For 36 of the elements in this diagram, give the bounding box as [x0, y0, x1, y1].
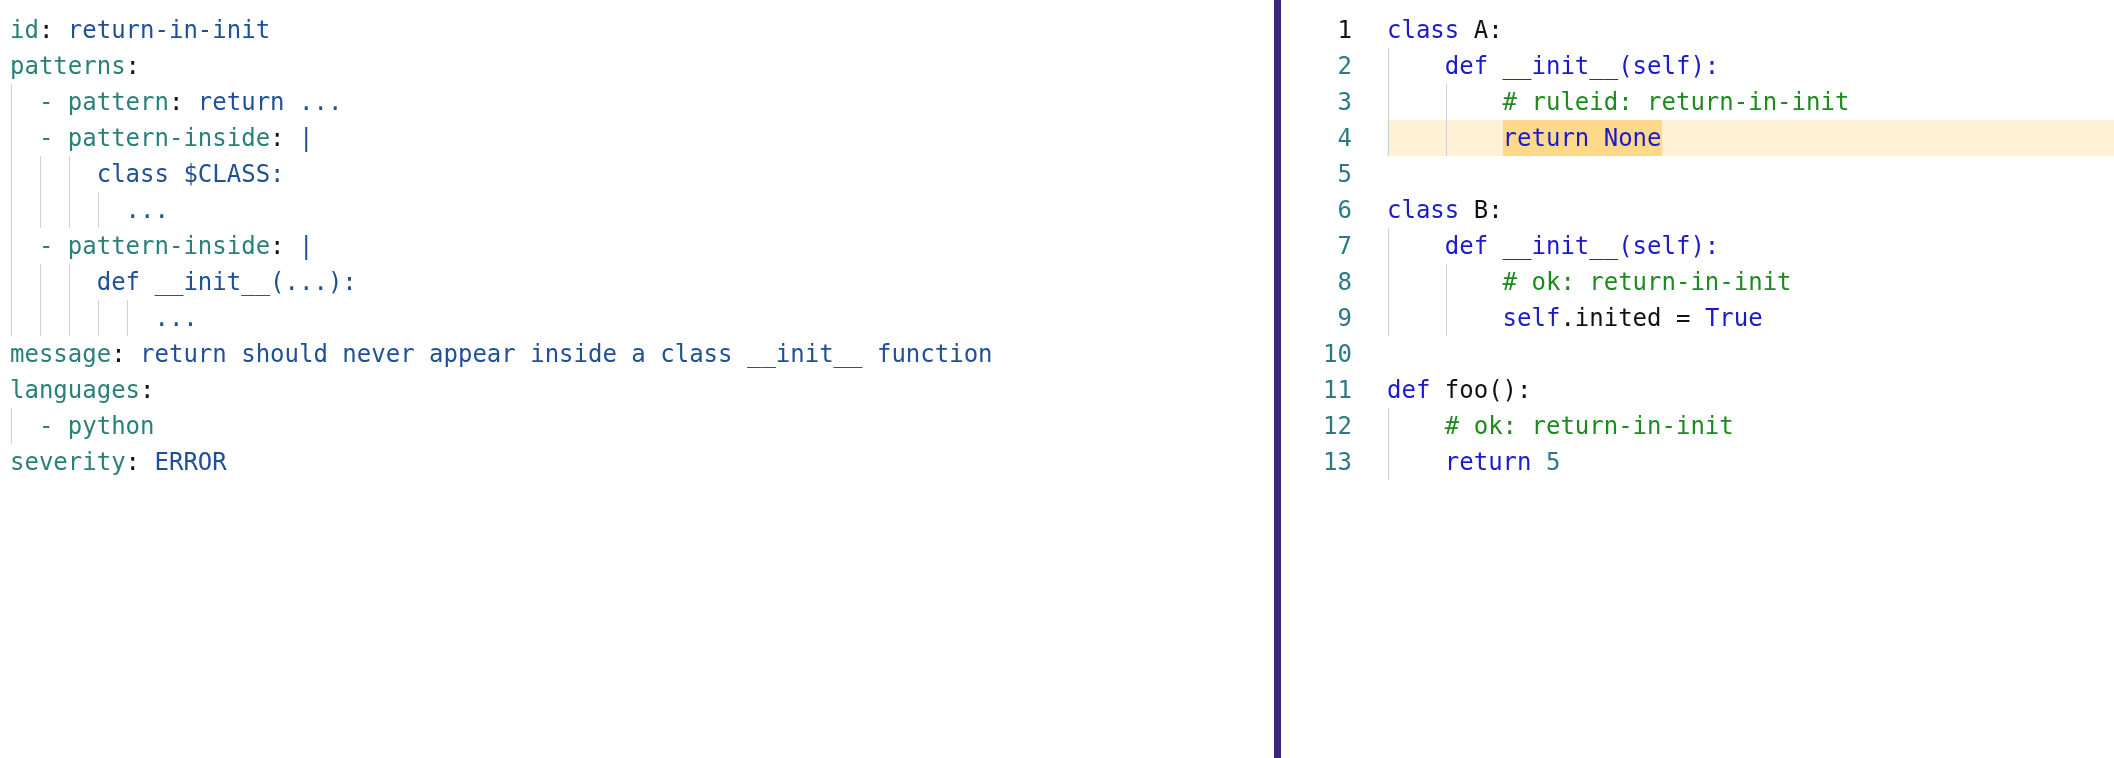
line-number: 13 — [1323, 447, 1352, 478]
code-line: return 5 — [1444, 447, 1561, 478]
line-number: 10 — [1323, 339, 1352, 370]
code-line: ... — [154, 303, 198, 334]
line-number: 9 — [1337, 303, 1352, 334]
line-number: 7 — [1337, 231, 1352, 262]
code-line: - python — [38, 411, 155, 442]
line-number: 3 — [1337, 87, 1352, 118]
code-line: self.inited = True — [1502, 303, 1763, 334]
code-line: - pattern-inside: | — [38, 123, 314, 154]
code-line: severity: ERROR — [10, 447, 227, 478]
code-line: class $CLASS: — [96, 159, 285, 190]
line-number: 5 — [1337, 159, 1352, 190]
line-number: 8 — [1337, 267, 1352, 298]
code-line: class B: — [1387, 195, 1503, 226]
line-number: 12 — [1323, 411, 1352, 442]
code-line: # ok: return-in-init — [1502, 267, 1792, 298]
code-line: def __init__(self): — [1444, 51, 1720, 82]
code-line: def __init__(self): — [1444, 231, 1720, 262]
code-line: - pattern-inside: | — [38, 231, 314, 262]
line-number: 4 — [1337, 123, 1352, 154]
line-number: 6 — [1337, 195, 1352, 226]
code-line: # ok: return-in-init — [1444, 411, 1734, 442]
code-line: - pattern: return ... — [38, 87, 343, 118]
code-line: def __init__(...): — [96, 267, 357, 298]
line-number: 11 — [1323, 375, 1352, 406]
code-line: id: return-in-init — [10, 15, 271, 46]
line-number: 2 — [1337, 51, 1352, 82]
code-line: class A: — [1387, 15, 1503, 46]
code-line: message: return should never appear inside a class __init__ function — [10, 339, 993, 370]
line-number: 1 — [1337, 15, 1352, 46]
code-line: ... — [125, 195, 169, 226]
code-line: def foo(): — [1387, 375, 1532, 406]
code-line: languages: — [10, 375, 155, 406]
code-line: # ruleid: return-in-init — [1502, 87, 1850, 118]
code-line: patterns: — [10, 51, 141, 82]
